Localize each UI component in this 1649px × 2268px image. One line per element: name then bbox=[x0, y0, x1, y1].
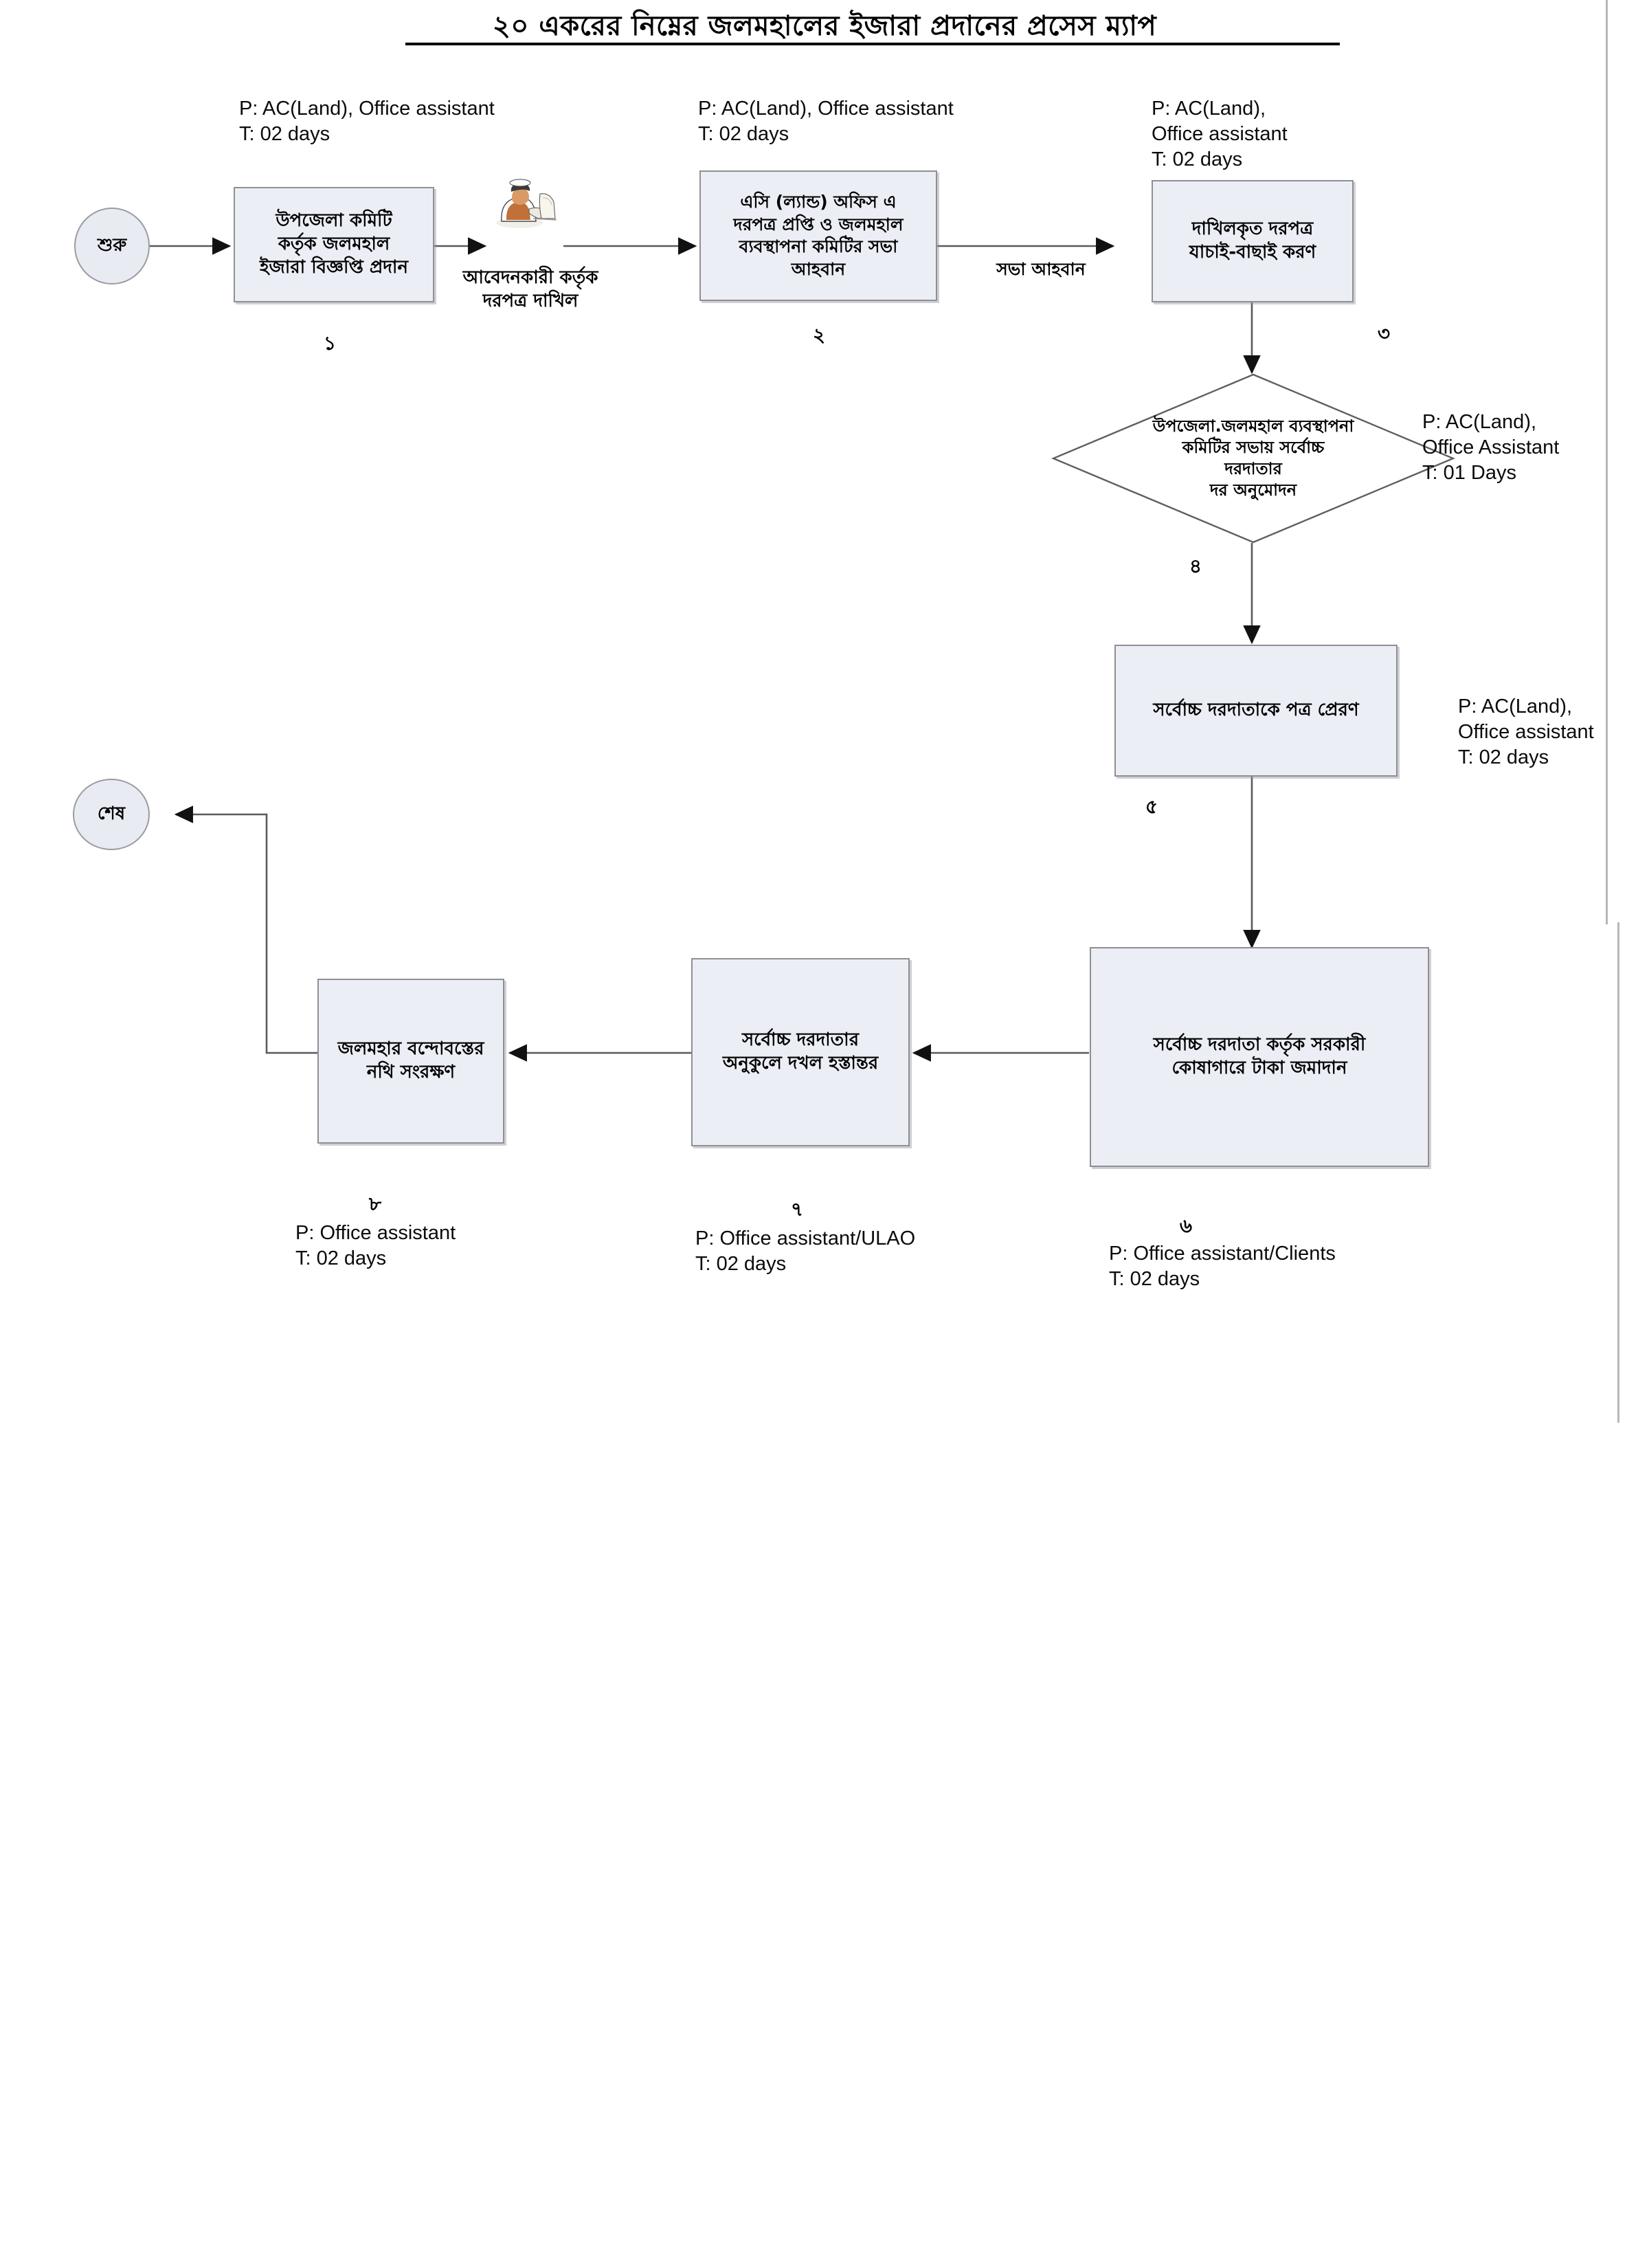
end-terminal[interactable]: শেষ bbox=[73, 779, 150, 850]
process-box-7-label: সর্বোচ্চ দরদাতার অনুকুলে দখল হস্তান্তর bbox=[722, 1030, 879, 1074]
step-number-2: ২ bbox=[812, 324, 826, 346]
node-3-resource-note: P: AC(Land), Office assistant T: 02 days bbox=[1152, 98, 1288, 171]
page-border-right-upper bbox=[1606, 0, 1608, 924]
step-number-8: ৮ bbox=[368, 1192, 382, 1215]
step-number-6: ৬ bbox=[1179, 1214, 1193, 1237]
page-border-right-lower bbox=[1617, 922, 1619, 1423]
process-box-2-label: এসি (ল্যান্ড) অফিস এ দরপত্র প্রপ্তি ও জল… bbox=[733, 192, 904, 279]
node-2-resource-note: P: AC(Land), Office assistant T: 02 days bbox=[698, 98, 954, 146]
seated-applicant-icon bbox=[496, 179, 557, 228]
applicant-submission-caption: আবেদনকারী কর্তৃক দরপত্র দাখিল bbox=[462, 267, 598, 311]
step-number-4: ৪ bbox=[1189, 555, 1202, 577]
edge-label-meeting-call: সভা আহবান bbox=[996, 259, 1086, 279]
process-box-8-label: জলমহার বন্দোবস্তের নথি সংরক্ষণ bbox=[337, 1038, 484, 1082]
decision-diamond-shape bbox=[1051, 373, 1455, 544]
node-4-resource-note: P: AC(Land), Office Assistant T: 01 Days bbox=[1422, 411, 1560, 485]
process-box-3[interactable]: দাখিলকৃত দরপত্র যাচাই-বাছাই করণ bbox=[1152, 180, 1354, 302]
page-title: ২০ একরের নিম্নের জলমহালের ইজারা প্রদানের… bbox=[492, 10, 1157, 42]
title-underline bbox=[405, 43, 1340, 45]
process-box-6-label: সর্বোচ্চ দরদাতা কর্তৃক সরকারী কোষাগারে ট… bbox=[1153, 1034, 1366, 1078]
node-8-resource-note: P: Office assistant T: 02 days bbox=[295, 1222, 456, 1270]
step-number-5: ৫ bbox=[1145, 795, 1158, 818]
node-5-resource-note: P: AC(Land), Office assistant T: 02 days bbox=[1458, 696, 1594, 769]
process-box-6[interactable]: সর্বোচ্চ দরদাতা কর্তৃক সরকারী কোষাগারে ট… bbox=[1090, 947, 1429, 1167]
step-number-3: ৩ bbox=[1377, 322, 1391, 345]
process-box-8[interactable]: জলমহার বন্দোবস্তের নথি সংরক্ষণ bbox=[317, 979, 504, 1144]
step-number-1: ১ bbox=[323, 332, 337, 355]
process-box-1-label: উপজেলা কমিটি কর্তৃক জলমহাল ইজারা বিজ্ঞপ্… bbox=[260, 210, 408, 278]
step-number-7: ৭ bbox=[790, 1198, 804, 1221]
node-1-resource-note: P: AC(Land), Office assistant T: 02 days bbox=[239, 98, 495, 146]
process-box-3-label: দাখিলকৃত দরপত্র যাচাই-বাছাই করণ bbox=[1189, 219, 1316, 263]
process-box-1[interactable]: উপজেলা কমিটি কর্তৃক জলমহাল ইজারা বিজ্ঞপ্… bbox=[234, 187, 434, 302]
decision-node-4-label: উপজেলা.জলমহাল ব্যবস্থাপনা কমিটির সভায় স… bbox=[1152, 416, 1354, 500]
start-terminal-label: শুরু bbox=[97, 235, 127, 256]
process-box-5-label: সর্বোচ্চ দরদাতাকে পত্র প্রেরণ bbox=[1153, 700, 1359, 721]
process-box-2[interactable]: এসি (ল্যান্ড) অফিস এ দরপত্র প্রপ্তি ও জল… bbox=[699, 170, 937, 301]
decision-node-4[interactable]: উপজেলা.জলমহাল ব্যবস্থাপনা কমিটির সভায় স… bbox=[1051, 373, 1455, 544]
node-6-resource-note: P: Office assistant/Clients T: 02 days bbox=[1109, 1243, 1336, 1291]
start-terminal[interactable]: শুরু bbox=[74, 208, 150, 285]
end-terminal-label: শেষ bbox=[97, 803, 126, 824]
process-box-7[interactable]: সর্বোচ্চ দরদাতার অনুকুলে দখল হস্তান্তর bbox=[691, 958, 910, 1146]
process-box-5[interactable]: সর্বোচ্চ দরদাতাকে পত্র প্রেরণ bbox=[1114, 645, 1398, 777]
node-7-resource-note: P: Office assistant/ULAO T: 02 days bbox=[695, 1227, 916, 1276]
